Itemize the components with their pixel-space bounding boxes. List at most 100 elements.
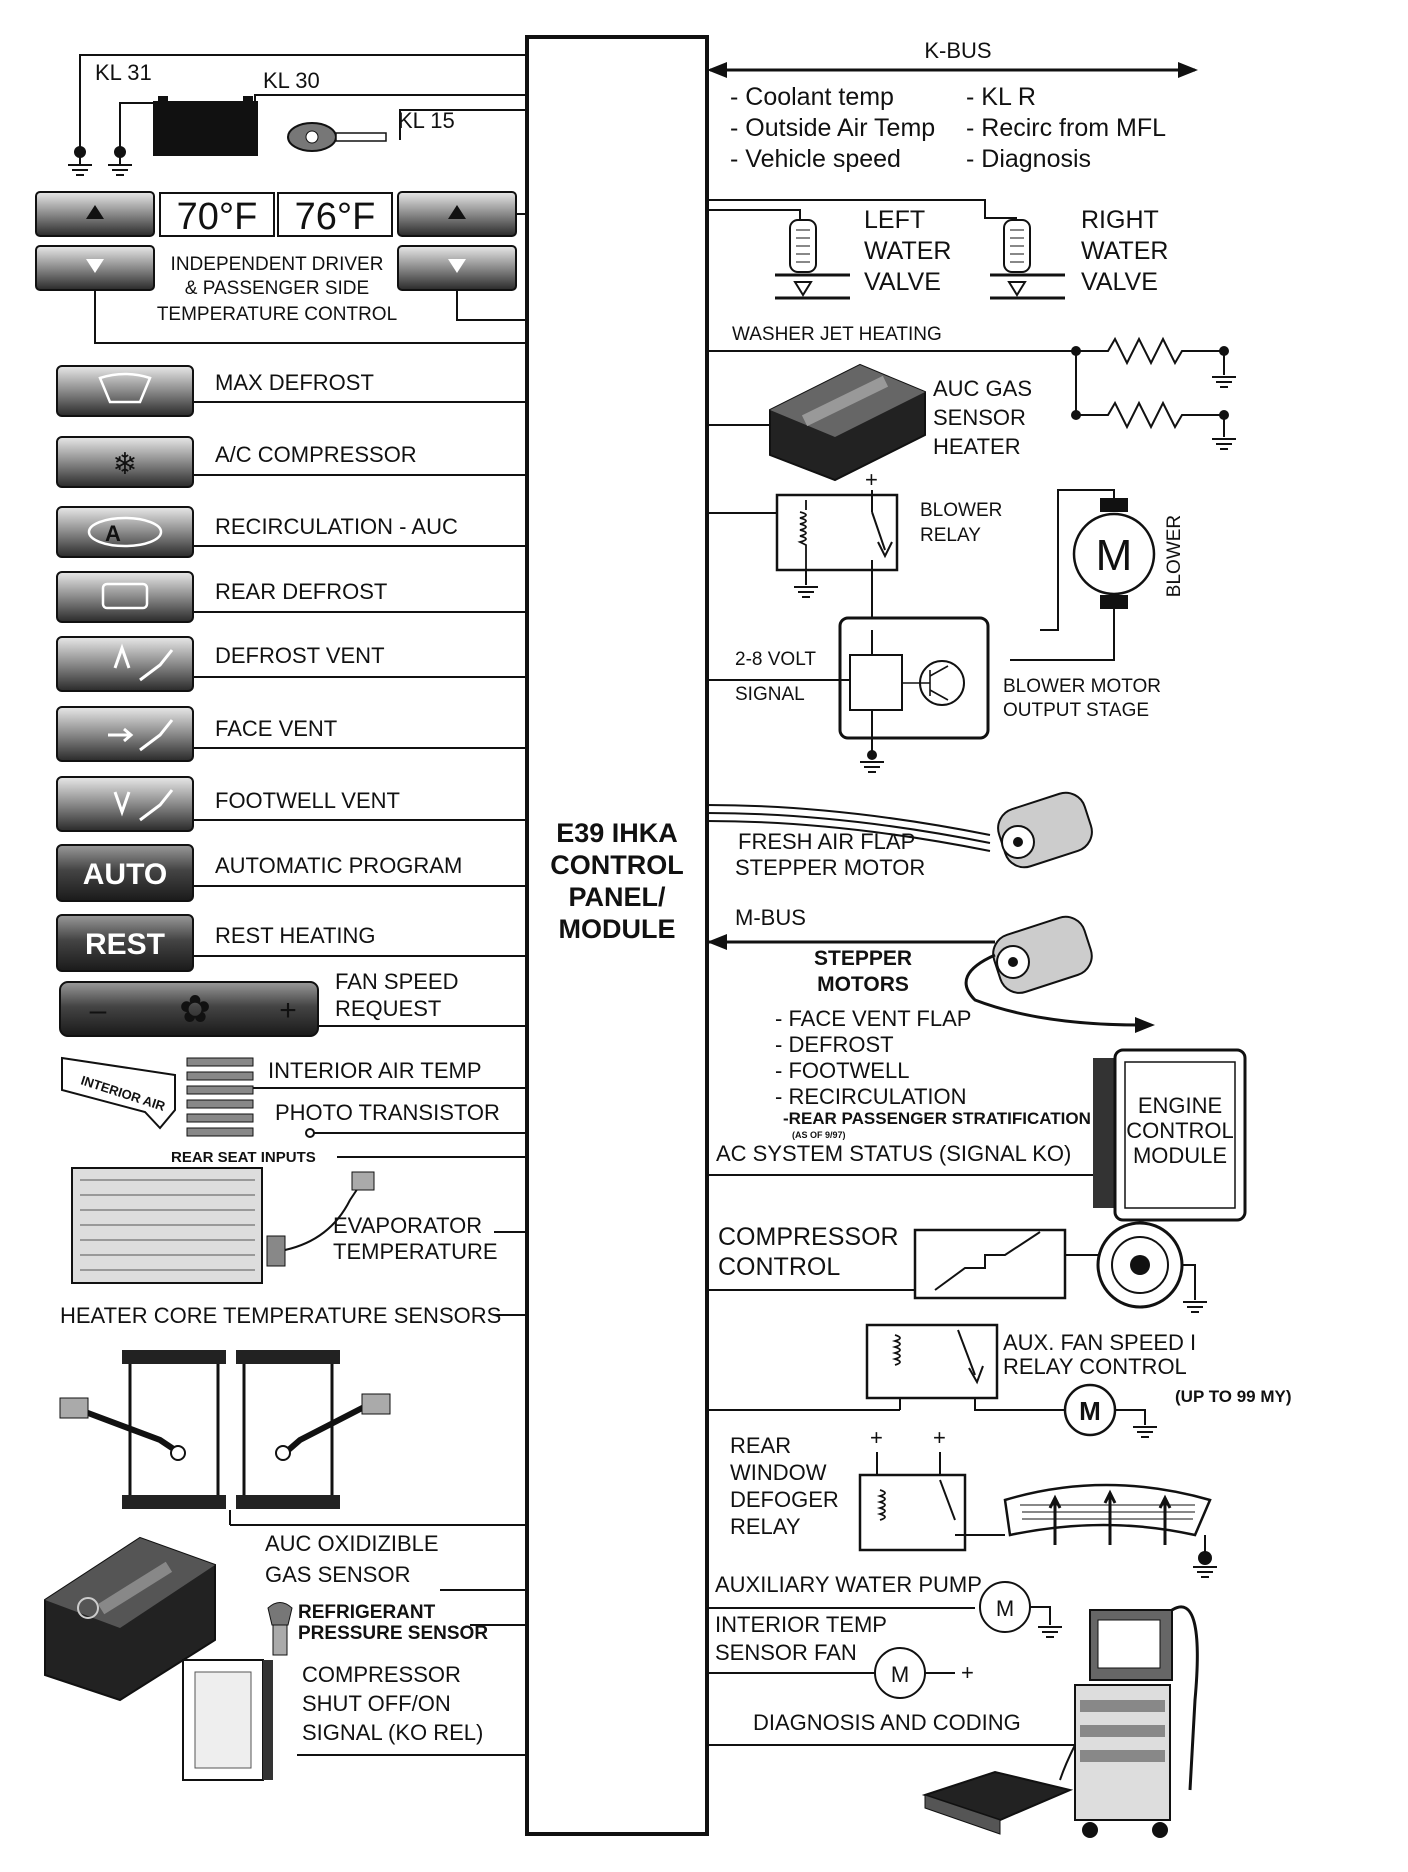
- fresh-air-label-2: STEPPER MOTOR: [735, 855, 925, 880]
- compressor-shutoff-label-2: SHUT OFF/ON: [302, 1691, 451, 1716]
- recirculation-button[interactable]: [56, 506, 194, 558]
- ecm-label-3: MODULE: [1133, 1143, 1227, 1168]
- interior-fan-label-1: INTERIOR TEMP: [715, 1612, 887, 1637]
- defrost-vent-button-group: DEFROST VENT: [56, 636, 527, 692]
- ac-compressor-button[interactable]: [56, 436, 194, 488]
- module-title-line2: CONTROL: [550, 850, 683, 880]
- output-stage-label-2: OUTPUT STAGE: [1003, 700, 1149, 721]
- blower-relay-label-1: BLOWER: [920, 500, 1002, 521]
- aux-fan-label-1: AUX. FAN SPEED I: [1003, 1330, 1196, 1355]
- fan-speed-rocker[interactable]: [59, 981, 319, 1037]
- recirculation-label: RECIRCULATION - AUC: [215, 514, 458, 539]
- refrigerant-label-2: PRESSURE SENSOR: [298, 1623, 488, 1644]
- auc-heater-icon: [769, 363, 926, 482]
- kbus-item-left-3: - Vehicle speed: [730, 145, 901, 173]
- max-defrost-button-group: MAX DEFROST: [56, 365, 527, 417]
- right-valve-label-1: RIGHT: [1081, 206, 1159, 234]
- footwell-vent-label: FOOTWELL VENT: [215, 788, 400, 813]
- aux-fan-label-2: RELAY CONTROL: [1003, 1354, 1187, 1379]
- compressor-relay-icon: [913, 1228, 1100, 1300]
- kl15-label: KL 15: [398, 108, 455, 133]
- rear-window-label-2: WINDOW: [730, 1460, 827, 1485]
- module-title-line3: PANEL/: [568, 882, 666, 912]
- blower-relay-label-2: RELAY: [920, 525, 981, 546]
- rear-defrost-label: REAR DEFROST: [215, 579, 387, 604]
- interior-fan-plus: +: [961, 1660, 974, 1685]
- auto-button-group: AUTO AUTOMATIC PROGRAM: [56, 844, 527, 902]
- recirculation-button-group: A RECIRCULATION - AUC: [56, 506, 527, 558]
- max-defrost-label: MAX DEFROST: [215, 370, 374, 395]
- stepper-item-2: - DEFROST: [775, 1032, 894, 1057]
- face-vent-label: FACE VENT: [215, 716, 337, 741]
- signal-label-1: 2-8 VOLT: [735, 649, 816, 670]
- fan-icon: ✿: [179, 989, 211, 1031]
- module-title-line4: MODULE: [559, 914, 676, 944]
- temp-control-label-1: INDEPENDENT DRIVER: [171, 254, 384, 275]
- diagnosis-label: DIAGNOSIS AND CODING: [753, 1710, 1021, 1735]
- kbus-item-left-2: - Outside Air Temp: [730, 114, 935, 142]
- rear-window-label-1: REAR: [730, 1433, 791, 1458]
- stepper-motor-icon: [992, 915, 1093, 994]
- ac-compressor-button-group: ❄ A/C COMPRESSOR: [56, 436, 527, 488]
- driver-temp-value: 70°F: [177, 196, 258, 238]
- rest-button[interactable]: [56, 914, 194, 972]
- compressor-shutoff-label-1: COMPRESSOR: [302, 1662, 461, 1687]
- max-defrost-button[interactable]: [56, 365, 194, 417]
- diagnostic-cable-icon: [921, 1744, 1076, 1835]
- temperature-control-section: 70°F 76°F INDEPENDENT DRIVER & PASSENGER…: [35, 191, 527, 344]
- passenger-temp-display: [277, 192, 393, 237]
- kbus-label: K-BUS: [924, 38, 991, 63]
- blower-relay-icon: [775, 490, 899, 630]
- fan-speed-label-1: FAN SPEED: [335, 969, 458, 994]
- footwell-vent-icon: [113, 789, 174, 822]
- auc-sensor-label-2: GAS SENSOR: [265, 1562, 410, 1587]
- evaporator-label-1: EVAPORATOR: [333, 1213, 482, 1238]
- interior-fan-label-2: SENSOR FAN: [715, 1640, 857, 1665]
- module-title-line1: E39 IHKA: [556, 818, 678, 848]
- auc-sensor-label-1: AUC OXIDIZIBLE: [265, 1531, 439, 1556]
- rest-button-text: REST: [85, 928, 165, 961]
- auto-button[interactable]: [56, 844, 194, 902]
- auc-heater-label-1: AUC GAS: [933, 376, 1032, 401]
- ecm-label-1: ENGINE: [1138, 1093, 1222, 1118]
- right-water-valve-icon: [990, 219, 1065, 300]
- stepper-item-3: - FOOTWELL: [775, 1058, 909, 1083]
- right-valve-label-2: WATER: [1081, 237, 1169, 265]
- ecm-label-2: CONTROL: [1126, 1118, 1234, 1143]
- compressor-control-label-1: COMPRESSOR: [718, 1223, 899, 1251]
- rear-defrost-button[interactable]: [56, 571, 194, 623]
- compressor-shutoff-label-3: SIGNAL (KO REL): [302, 1720, 483, 1745]
- control-module-box: [525, 35, 709, 1836]
- power-supply-section: KL 31 KL 30 KL 15: [67, 54, 527, 176]
- defogger-relay-icon: [858, 1473, 1005, 1552]
- rear-window-defogger-icon: [1003, 1483, 1212, 1565]
- compressor-control-label-2: CONTROL: [718, 1253, 840, 1281]
- svg-text:A: A: [105, 521, 121, 546]
- output-stage-label-1: BLOWER MOTOR: [1003, 676, 1161, 697]
- signal-label-2: SIGNAL: [735, 684, 805, 705]
- blower-motor-icon: M: [1072, 498, 1156, 609]
- refrigerant-label-1: REFRIGERANT: [298, 1602, 436, 1623]
- defrost-vent-label: DEFROST VENT: [215, 643, 385, 668]
- auto-button-text: AUTO: [83, 858, 167, 891]
- refrigerant-pressure-sensor-icon: [267, 1602, 293, 1656]
- aux-pump-motor-m: M: [996, 1596, 1014, 1621]
- kbus-item-right-3: - Diagnosis: [966, 145, 1091, 173]
- heater-core-sensors-icon: [59, 1350, 391, 1509]
- aux-fan-motor-m: M: [1079, 1396, 1101, 1426]
- evaporator-label-2: TEMPERATURE: [333, 1239, 498, 1264]
- kbus-item-left-1: - Coolant temp: [730, 83, 894, 111]
- kl30-label: KL 30: [263, 68, 320, 93]
- fan-speed-label-2: REQUEST: [335, 996, 441, 1021]
- temp-control-label-2: & PASSENGER SIDE: [185, 278, 369, 299]
- fan-speed-group: – ✿ + FAN SPEED REQUEST: [59, 969, 527, 1037]
- defrost-vent-button[interactable]: [56, 636, 194, 692]
- stepper-title-1: STEPPER: [814, 947, 912, 970]
- left-buttons-section: MAX DEFROST ❄ A/C COMPRESSOR A RECIRCULA…: [56, 365, 527, 1037]
- fan-plus-text: +: [279, 994, 297, 1027]
- interior-fan-motor-m: M: [891, 1662, 909, 1687]
- left-sensors-section: INTERIOR AIR INTERIOR AIR TEMP PHOTO TRA…: [44, 1056, 527, 1781]
- ac-compressor-label: A/C COMPRESSOR: [215, 442, 417, 467]
- up-arrow-icon: [448, 205, 466, 219]
